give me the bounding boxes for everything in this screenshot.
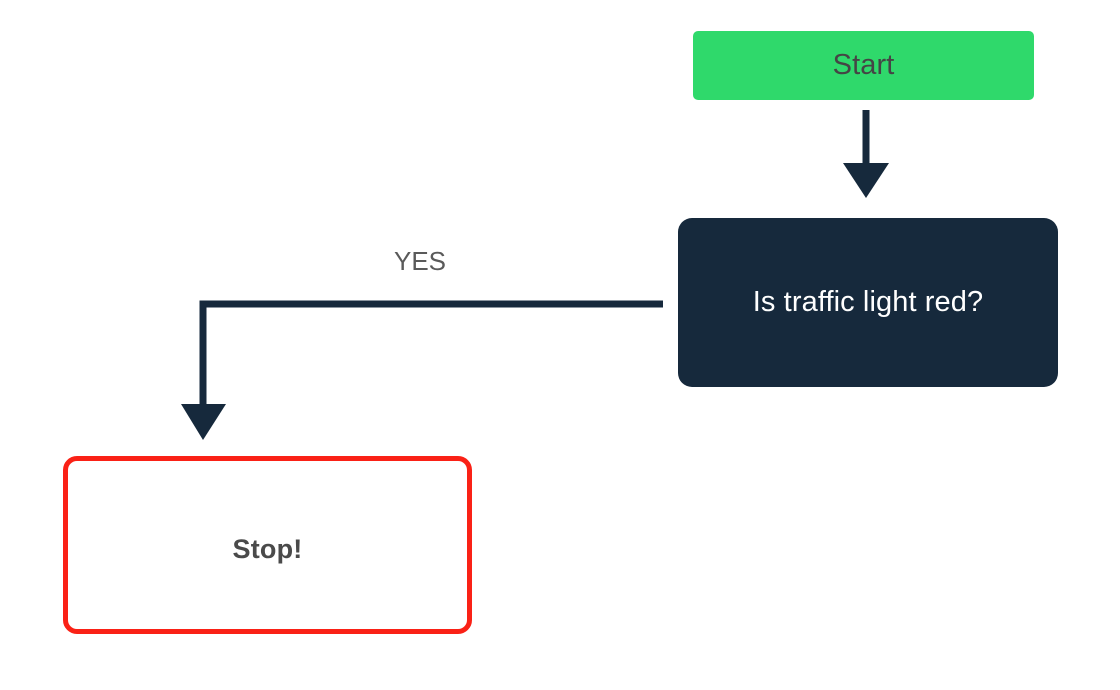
node-stop-label: Stop! [232, 533, 303, 564]
node-stop[interactable]: Stop! [63, 456, 472, 634]
node-decision-is-traffic-light-red[interactable]: Is traffic light red? [678, 218, 1058, 387]
edge-start-to-decision-arrowhead [843, 163, 889, 198]
node-decision-label: Is traffic light red? [752, 286, 984, 318]
edge-start-to-decision [843, 110, 889, 198]
node-start[interactable]: Start [693, 31, 1034, 100]
edge-decision-to-stop-arrowhead [181, 404, 226, 440]
edge-decision-to-stop-shaft [199, 300, 663, 408]
edge-label-yes: YES [394, 246, 447, 276]
edge-decision-to-stop [181, 300, 663, 440]
node-start-label: Start [832, 49, 895, 81]
